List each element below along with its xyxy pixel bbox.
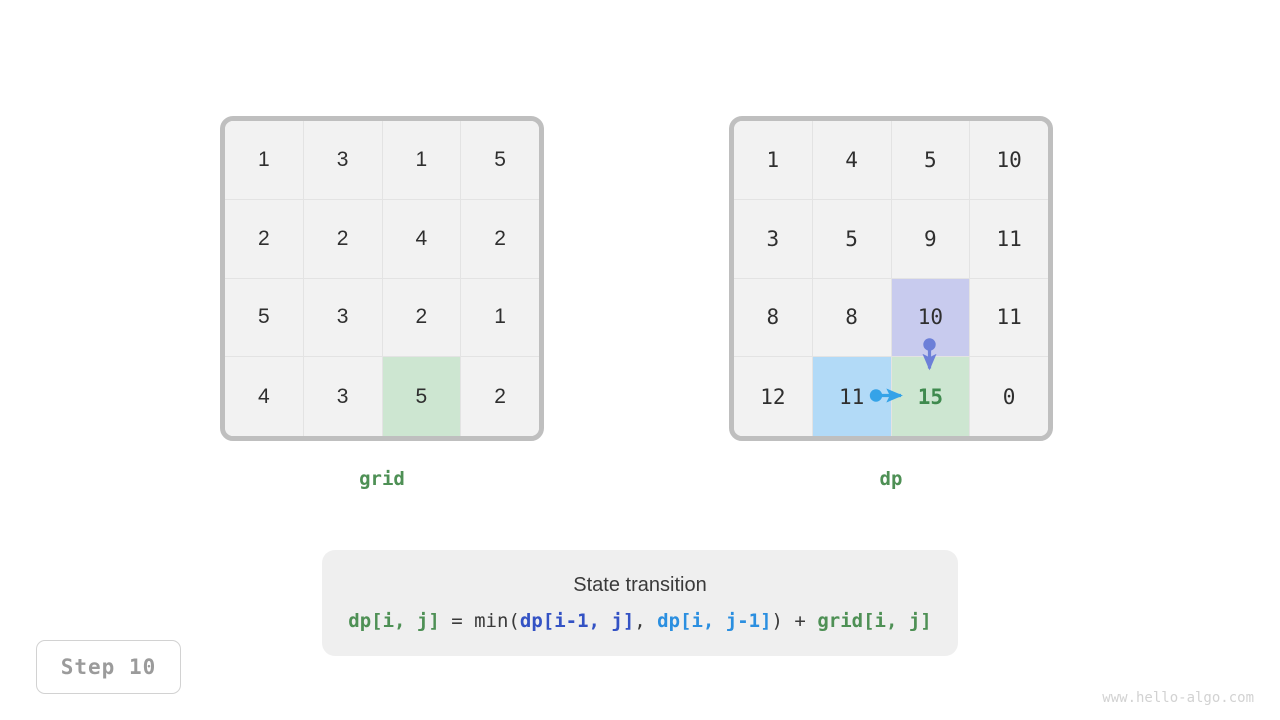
dp-cell-1-1: 5: [812, 199, 892, 279]
dp-row: 3 5 9 11: [734, 199, 1048, 279]
dp-cell-0-2: 5: [891, 121, 971, 200]
formula-token-dp-left: dp[i, j-1]: [657, 610, 772, 632]
dp-cell-2-0: 8: [734, 278, 813, 358]
dp-cell-2-3: 11: [970, 278, 1048, 358]
grid-row: 2 2 4 2: [225, 199, 539, 279]
formula-token-dp-target: dp[i, j]: [348, 610, 440, 632]
dp-cell-0-3: 10: [970, 121, 1048, 200]
dp-row: 1 4 5 10: [734, 121, 1048, 200]
dp-cell-3-1: 11: [812, 357, 892, 436]
grid-cell-1-3: 2: [461, 199, 539, 279]
grid-cell-3-0: 4: [225, 357, 304, 436]
dp-cell-1-2: 9: [891, 199, 971, 279]
formula-token-min-open: = min(: [439, 610, 520, 632]
grid-cell-3-2: 5: [382, 357, 462, 436]
dp-cell-3-0: 12: [734, 357, 813, 436]
formula-token-grid: grid[i, j]: [817, 610, 932, 632]
formula-token-dp-up: dp[i-1, j]: [519, 610, 635, 632]
dp-cell-1-3: 11: [970, 199, 1048, 279]
grid-cell-1-2: 4: [382, 199, 462, 279]
watermark: www.hello-algo.com: [1102, 690, 1254, 706]
grid-cell-1-0: 2: [225, 199, 304, 279]
dp-cell-0-1: 4: [812, 121, 892, 200]
grid-cell-3-3: 2: [461, 357, 539, 436]
grid-cell-3-1: 3: [303, 357, 383, 436]
dp-label: dp: [879, 468, 903, 490]
dp-row: 12 11 15 0: [734, 357, 1048, 436]
grid-cell-0-3: 5: [461, 121, 539, 200]
grid-matrix: 1 3 1 5 2 2 4 2 5 3 2 1: [220, 116, 544, 441]
grid-row: 1 3 1 5: [225, 121, 539, 200]
grid-row: 5 3 2 1: [225, 278, 539, 358]
grid-cell-0-0: 1: [225, 121, 304, 200]
grid-cell-2-3: 1: [461, 278, 539, 358]
grid-cell-2-2: 2: [382, 278, 462, 358]
grid-cell-1-1: 2: [303, 199, 383, 279]
dp-panel: 1 4 5 10 3 5 9 11 8 8 10 11: [729, 116, 1053, 490]
dp-cell-2-1: 8: [812, 278, 892, 358]
formula-token-close-plus: ) +: [771, 610, 818, 632]
grid-cell-0-2: 1: [382, 121, 462, 200]
grid-label: grid: [359, 468, 405, 490]
dp-cell-0-0: 1: [734, 121, 813, 200]
step-badge: Step 10: [36, 640, 181, 694]
grid-row: 4 3 5 2: [225, 357, 539, 436]
grid-cell-2-1: 3: [303, 278, 383, 358]
state-transition-formula: dp[i, j] = min(dp[i-1, j], dp[i, j-1]) +…: [348, 610, 931, 632]
grid-cell-2-0: 5: [225, 278, 304, 358]
dp-cell-3-2: 15: [891, 357, 971, 436]
dp-cell-3-3: 0: [970, 357, 1048, 436]
formula-token-comma: ,: [634, 610, 658, 632]
dp-matrix: 1 4 5 10 3 5 9 11 8 8 10 11: [729, 116, 1053, 441]
state-transition-title: State transition: [573, 574, 707, 596]
grid-panel: 1 3 1 5 2 2 4 2 5 3 2 1: [220, 116, 544, 490]
dp-row: 8 8 10 11: [734, 278, 1048, 358]
state-transition-box: State transition dp[i, j] = min(dp[i-1, …: [322, 550, 958, 656]
grid-cell-0-1: 3: [303, 121, 383, 200]
dp-cell-2-2: 10: [891, 278, 971, 358]
dp-cell-1-0: 3: [734, 199, 813, 279]
